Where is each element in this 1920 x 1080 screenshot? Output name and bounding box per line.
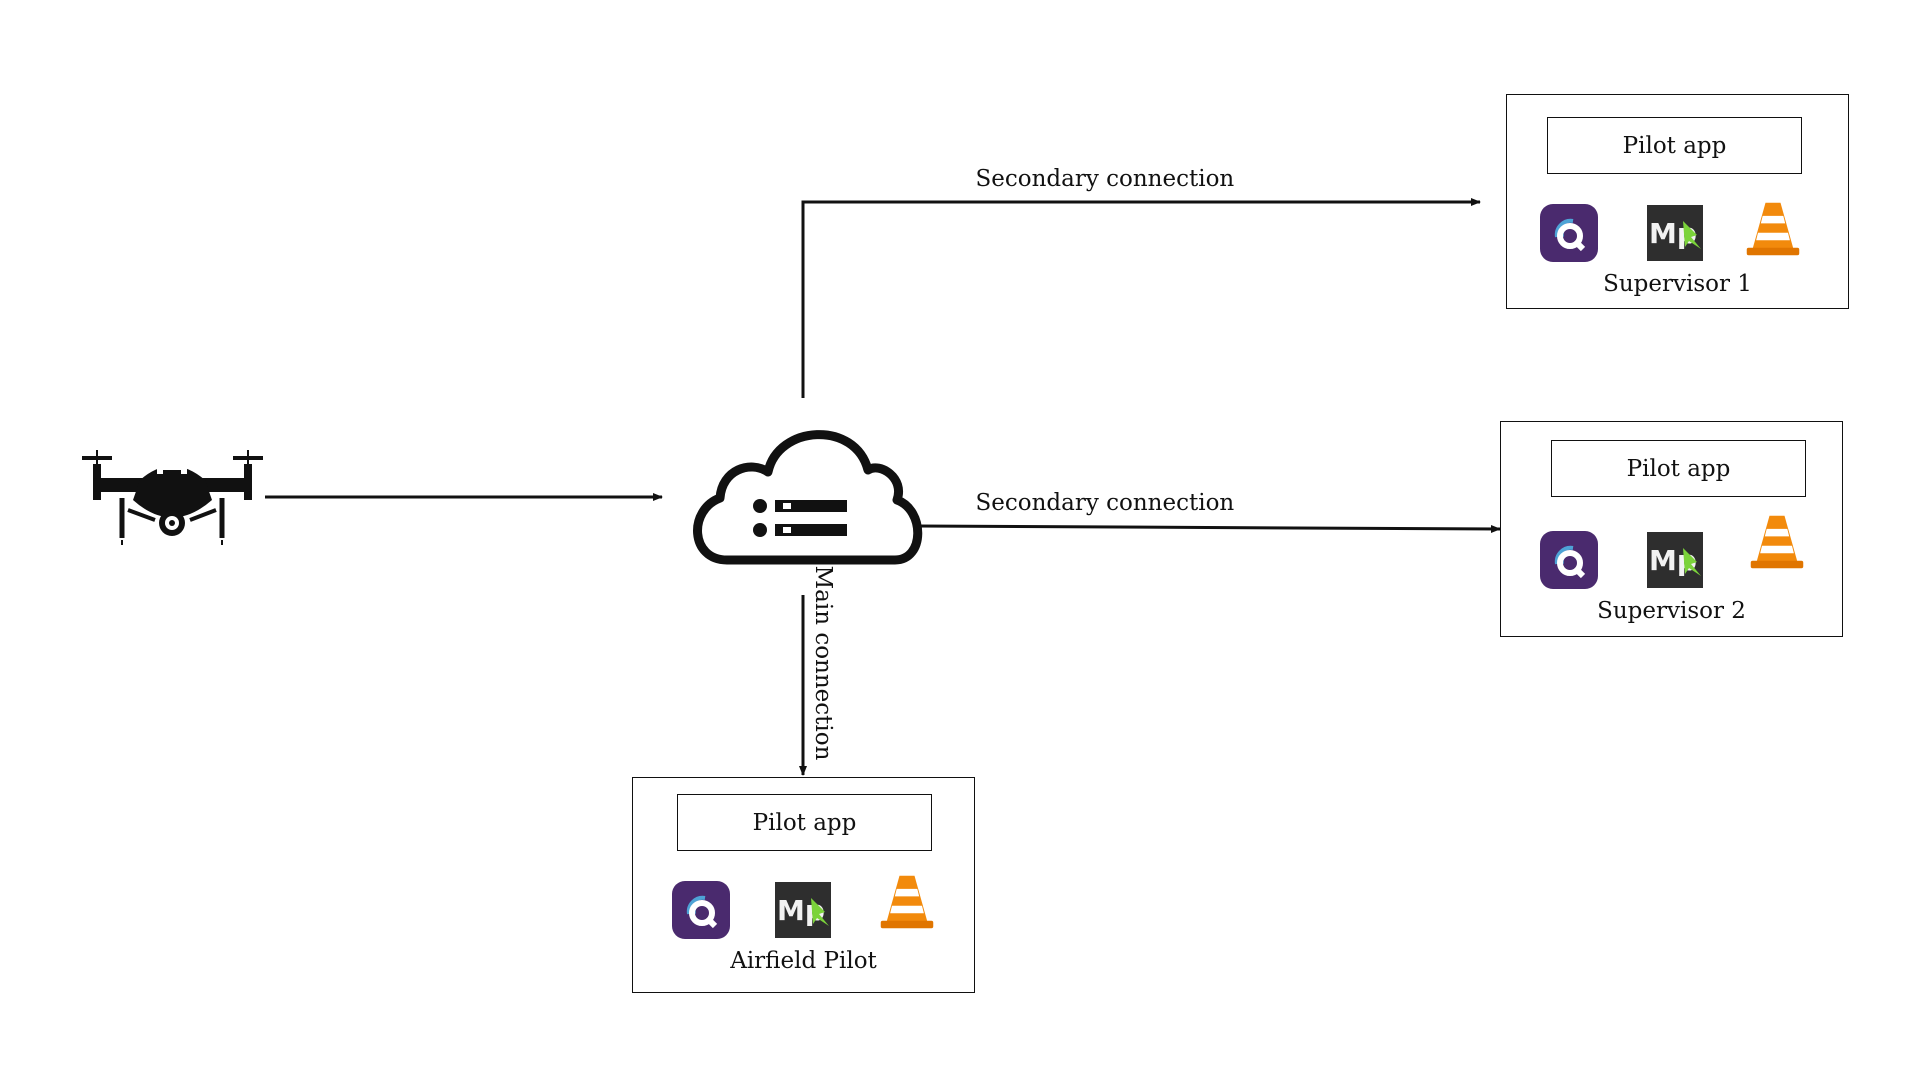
mission-planner-icon[interactable]: Mp <box>1645 203 1705 263</box>
cloud-to-supervisor2-arrow <box>916 524 1501 533</box>
drone-icon <box>82 450 263 545</box>
qgroundcontrol-icon[interactable] <box>671 880 731 940</box>
pilot-app-button[interactable]: Pilot app <box>1547 117 1802 174</box>
station-name-airfield-pilot: Airfield Pilot <box>730 948 877 974</box>
supervisor-2-station: Pilot app Mp Supervisor 2 <box>1500 421 1843 637</box>
vlc-cone-icon[interactable] <box>1743 199 1803 259</box>
qgroundcontrol-icon[interactable] <box>1539 530 1599 590</box>
pilot-app-button[interactable]: Pilot app <box>1551 440 1806 497</box>
station-name-supervisor-1: Supervisor 1 <box>1603 271 1752 297</box>
cloud-to-supervisor1-arrow <box>801 198 1481 398</box>
pilot-app-button[interactable]: Pilot app <box>677 794 932 851</box>
secondary-connection-label-1: Secondary connection <box>975 166 1235 192</box>
main-connection-label: Main connection <box>810 565 836 761</box>
supervisor-1-station: Pilot app Mp Supervisor 1 <box>1506 94 1849 309</box>
secondary-connection-label-2: Secondary connection <box>975 490 1235 516</box>
vlc-cone-icon[interactable] <box>877 872 937 932</box>
mission-planner-icon[interactable]: Mp <box>1645 530 1705 590</box>
vlc-cone-icon[interactable] <box>1747 512 1807 572</box>
station-name-supervisor-2: Supervisor 2 <box>1597 598 1746 624</box>
cloud-server-icon <box>693 430 923 565</box>
mission-planner-icon[interactable]: Mp <box>773 880 833 940</box>
airfield-pilot-station: Pilot app Mp Airfield Pilot <box>632 777 975 993</box>
qgroundcontrol-icon[interactable] <box>1539 203 1599 263</box>
